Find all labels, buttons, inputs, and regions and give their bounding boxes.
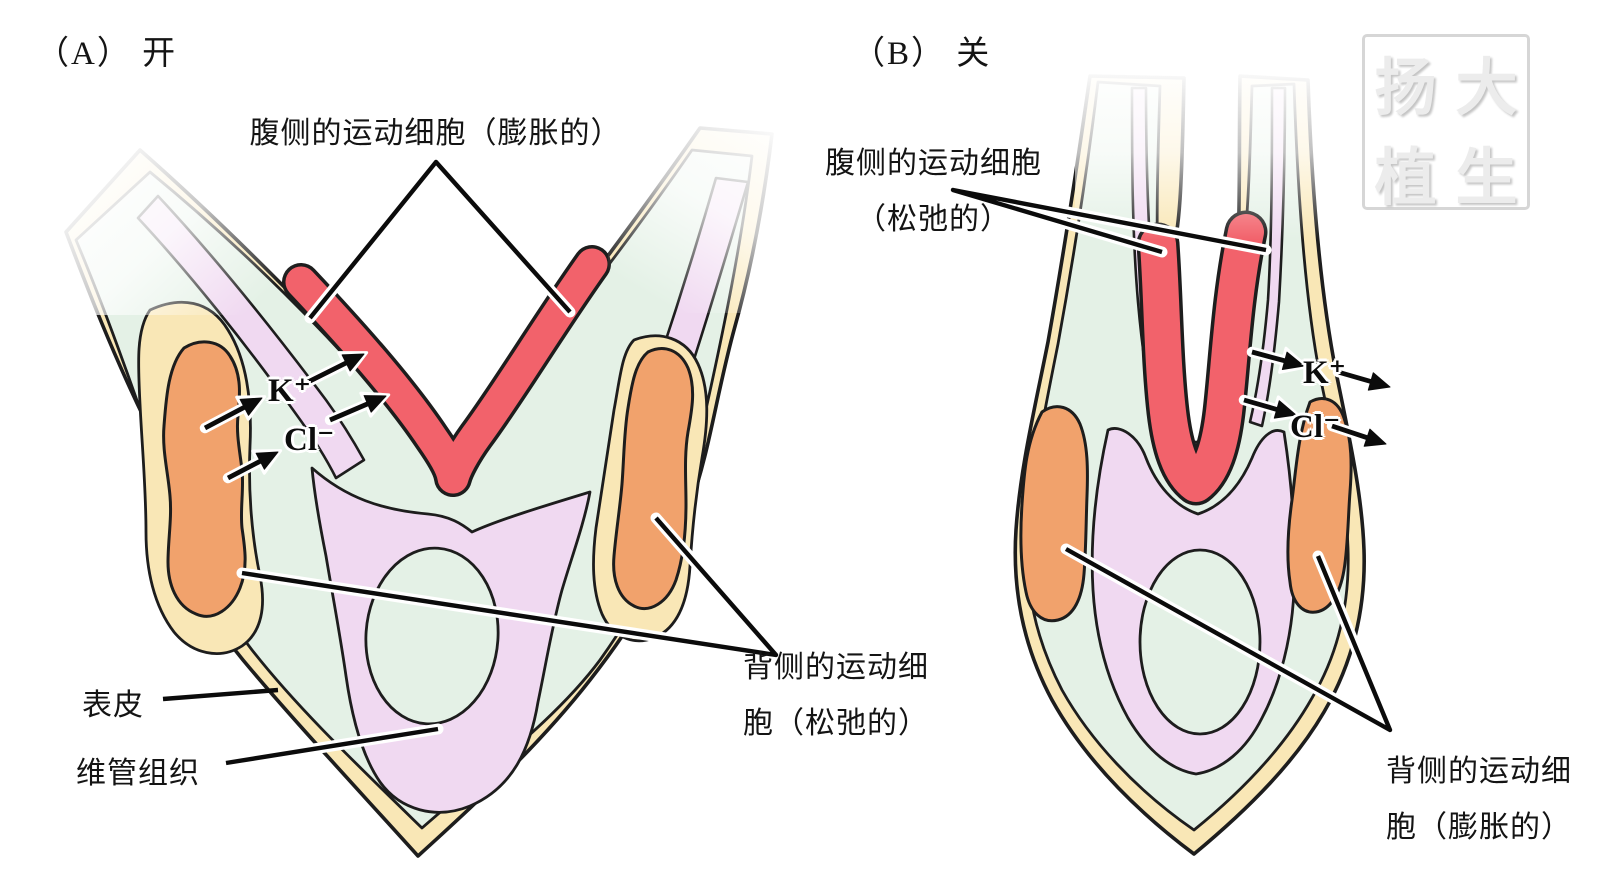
- b-cl-arrow-right-head: [1363, 428, 1387, 447]
- a-dorsal-line1: 背侧的运动细: [743, 651, 929, 684]
- a-cl-arrow-left-head: [255, 451, 279, 470]
- b-ventral-leader: [950, 187, 1267, 255]
- a-ventral-leader-casing: [304, 156, 576, 324]
- b-dorsal-line2: 胞（膨胀的）: [1386, 811, 1572, 844]
- watermark-char-4: 生: [1455, 145, 1518, 213]
- a-ventral-leader: [308, 159, 572, 320]
- b-k-arrow-left-shaft: [1251, 349, 1292, 365]
- a-k-arrow-left-head: [239, 397, 263, 416]
- b-vascular-core: [1138, 548, 1262, 736]
- a-cl-arrow-right-shaft: [329, 399, 375, 423]
- b-cl-ion-label: Cl⁻: [1290, 409, 1341, 445]
- a-cl-arrow-right-head: [363, 395, 387, 413]
- a-dorsal-line2: 胞（松弛的）: [743, 707, 929, 740]
- b-dorsal-leader: [1064, 547, 1393, 733]
- a-left-tip-fade: [30, 110, 300, 315]
- b-cl-arrow-left-head: [1273, 400, 1297, 419]
- a-cl-arrow-left-shaft: [226, 456, 267, 481]
- panel-a-title: （A） 开: [36, 36, 178, 72]
- b-dorsal-motor-cells-label: 背侧的运动细 胞（膨胀的）: [1360, 744, 1598, 856]
- b-ventral-line2: （松弛的）: [856, 203, 1011, 236]
- a-vascular-leader: [225, 726, 439, 766]
- b-ventral-motor-cells-label: 腹侧的运动细胞 （松弛的）: [806, 136, 1061, 248]
- b-k-arrow-right-shaft: [1337, 369, 1378, 386]
- b-cl-arrow-left-shaft: [1243, 397, 1284, 414]
- a-right-tip-fade: [608, 95, 803, 313]
- a-cl-ion-label: Cl⁻: [284, 422, 335, 458]
- a-dorsal-leader: [241, 516, 779, 658]
- b-dorsal-line1: 背侧的运动细: [1386, 755, 1572, 788]
- b-cl-arrow-right-shaft: [1331, 423, 1374, 442]
- watermark-char-1: 扬: [1374, 55, 1437, 123]
- watermark-char-2: 大: [1455, 55, 1518, 123]
- leader-lines-and-arrows: [162, 156, 1396, 769]
- a-k-ion-label: K⁺: [268, 373, 312, 409]
- a-dorsal-motor-cells-label: 背侧的运动细 胞（松弛的）: [712, 640, 960, 752]
- a-ventral-motor-cells-label: 腹侧的运动细胞（膨胀的）: [249, 117, 622, 150]
- panel-b-drawing: [1013, 56, 1366, 856]
- b-k-arrow-right-head: [1367, 372, 1391, 391]
- b-k-arrow-left-head: [1281, 351, 1305, 370]
- a-epidermis-leader: [162, 687, 279, 702]
- watermark-char-3: 植: [1374, 145, 1437, 213]
- a-k-arrow-right-head: [341, 353, 365, 372]
- b-ventral-cells: [1140, 214, 1264, 502]
- a-epidermis-label: 表皮: [82, 689, 144, 722]
- b-dorsal-cell-left: [1019, 405, 1089, 623]
- b-k-ion-label: K⁺: [1303, 355, 1347, 391]
- b-right-tip-fade: [1222, 56, 1330, 248]
- panel-a-drawing: [30, 95, 803, 858]
- publisher-watermark: 扬 大 植 生: [1362, 34, 1530, 213]
- a-vascular-tissue-label: 维管组织: [76, 757, 200, 790]
- a-k-arrow-right-shaft: [306, 358, 353, 385]
- a-ventral-cells: [285, 248, 608, 494]
- b-ventral-line1: 腹侧的运动细胞: [825, 147, 1042, 180]
- a-k-arrow-left-shaft: [203, 402, 251, 431]
- panel-b-title: （B） 关: [852, 36, 992, 72]
